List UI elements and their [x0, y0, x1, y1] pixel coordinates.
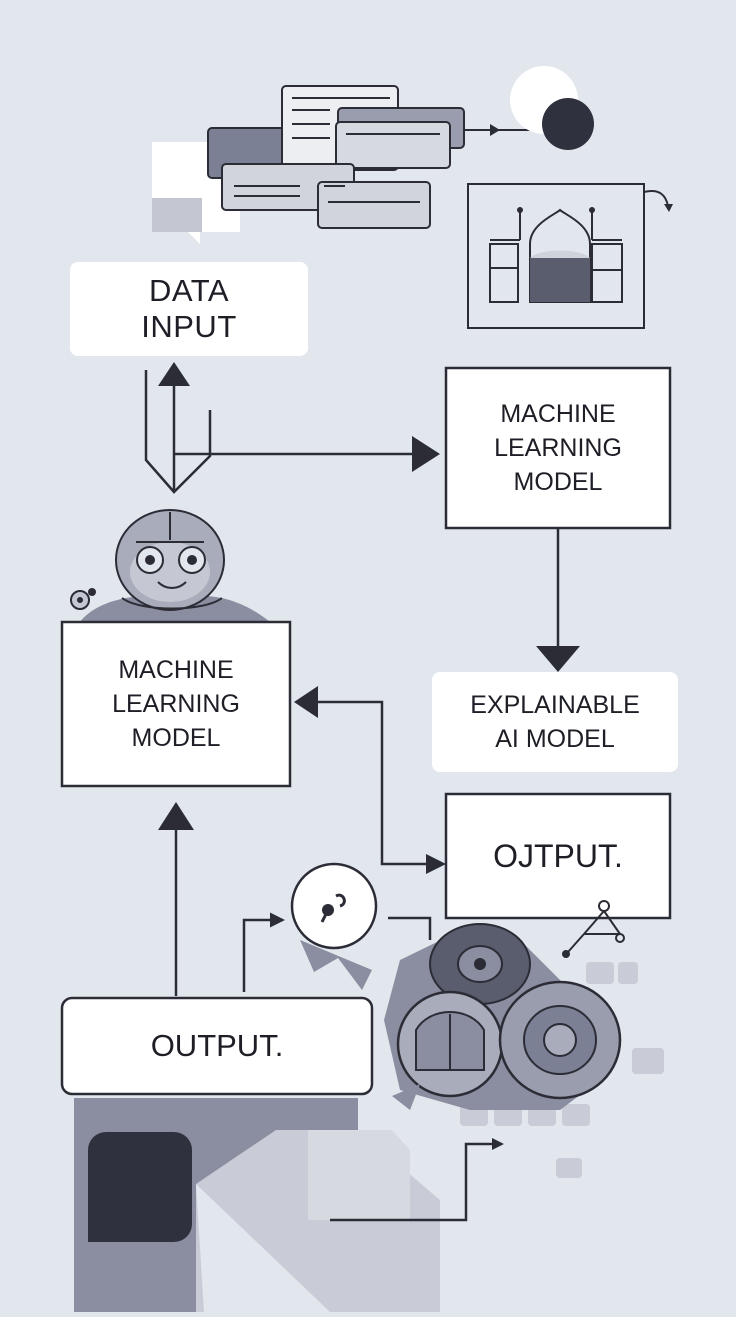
- output-to-ml-line: [314, 700, 442, 866]
- ml-model-left-box: [60, 620, 292, 788]
- output-right-label: OJTPUT.: [446, 794, 670, 918]
- output-right-box: [444, 792, 672, 920]
- explainable-ai-label: EXPLAINABLE AI MODEL: [432, 672, 678, 772]
- output-right-line-1: OJTPUT.: [493, 837, 623, 874]
- into-output-arrowhead: [426, 854, 446, 874]
- network-node-icon: [562, 900, 625, 958]
- explainable-ai-box: [432, 672, 678, 772]
- ml-model-right-box: [444, 366, 672, 530]
- ml-left-line-3: MODEL: [131, 724, 221, 752]
- key-connector: [242, 912, 285, 992]
- ml-right-line-3: MODEL: [513, 468, 603, 496]
- left-arrowhead: [294, 686, 318, 718]
- up-arrowhead-lower: [158, 802, 194, 830]
- document-stack-icon: [152, 85, 465, 244]
- right-arrowhead: [412, 436, 440, 472]
- data-input-line-2: INPUT: [141, 309, 237, 344]
- brain-cluster-icon: [384, 923, 664, 1178]
- output-left-box: [60, 996, 374, 1096]
- bubble-connector: [388, 916, 432, 940]
- ml-model-right-label: MACHINE LEARNING MODEL: [446, 368, 670, 528]
- toggle-node-icon: [464, 66, 594, 150]
- robot-icon: [80, 509, 270, 622]
- ml-left-line-1: MACHINE: [118, 656, 234, 684]
- bottom-shapes: [74, 1098, 504, 1312]
- data-input-box: [70, 262, 308, 356]
- up-arrowhead: [158, 362, 190, 386]
- output-left-line-1: OUTPUT.: [150, 1028, 284, 1063]
- down-arrowhead: [536, 646, 580, 672]
- data-input-label: DATA INPUT: [70, 262, 308, 356]
- data-input-line-1: DATA: [148, 273, 230, 308]
- output-left-label: OUTPUT.: [62, 998, 372, 1094]
- xai-line-1: EXPLAINABLE: [470, 691, 640, 719]
- ml-left-line-2: LEARNING: [112, 690, 240, 718]
- key-bubble-icon: [290, 862, 378, 990]
- gear-icon: [70, 588, 96, 610]
- ml-right-line-2: LEARNING: [494, 434, 622, 462]
- circuit-board-icon: [467, 183, 673, 329]
- xai-line-2: AI MODEL: [495, 725, 615, 753]
- ml-model-left-label: MACHINE LEARNING MODEL: [62, 622, 290, 786]
- data-input-connectors: [144, 370, 420, 494]
- ml-right-line-1: MACHINE: [500, 400, 616, 428]
